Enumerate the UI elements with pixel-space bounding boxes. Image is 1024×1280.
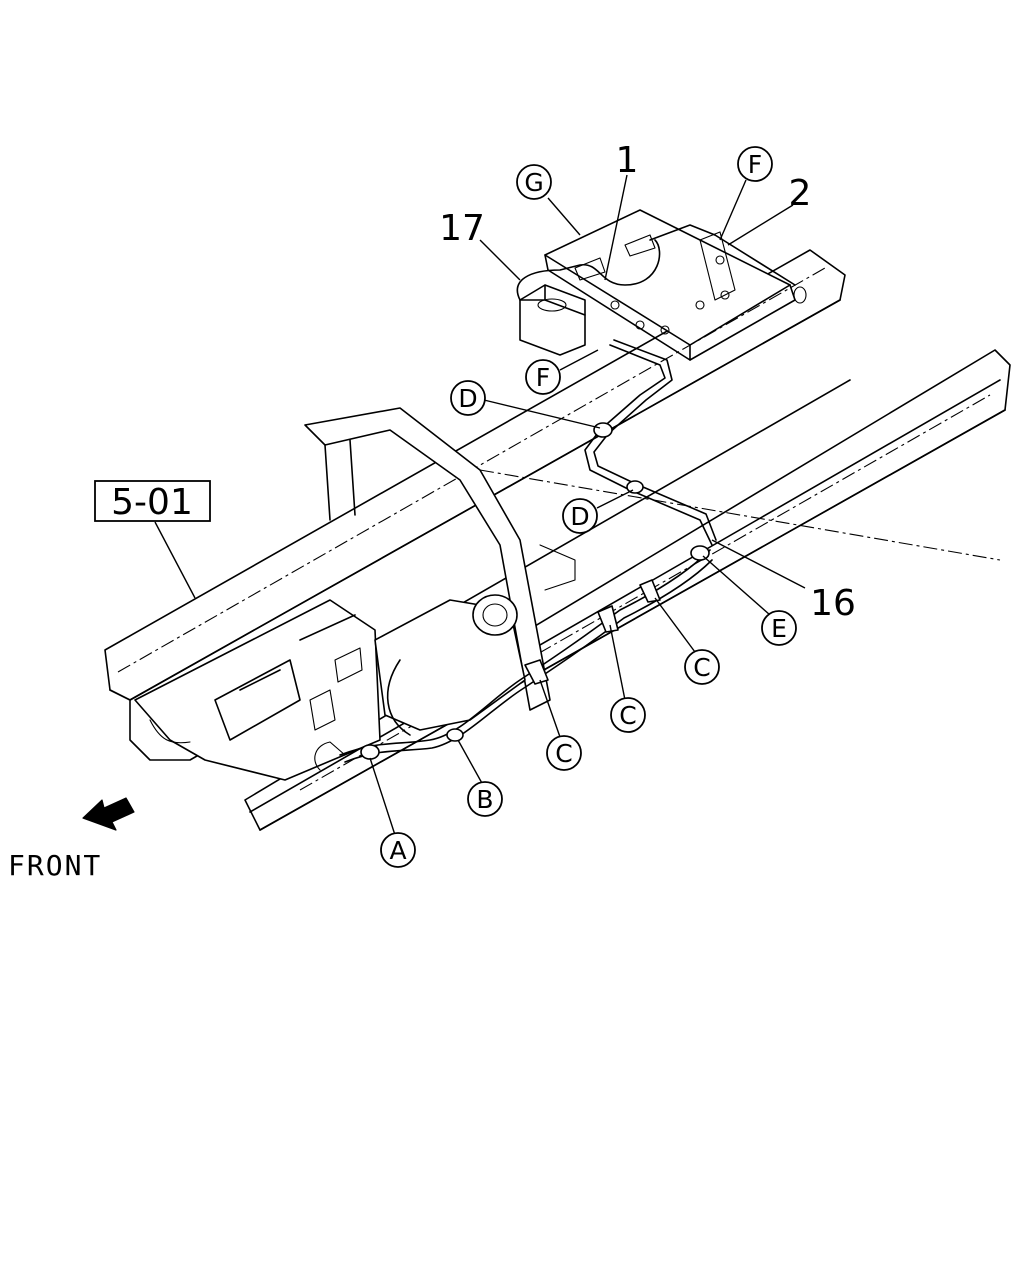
- callout-c-3: C: [546, 735, 582, 771]
- callout-f-top: F: [737, 146, 773, 182]
- callout-c-1-label: C: [693, 653, 710, 682]
- bracket-assembly: [544, 209, 796, 361]
- callout-d-lower-label: D: [570, 502, 589, 531]
- part-number-2: 2: [789, 173, 812, 214]
- pipe-16: [584, 339, 717, 546]
- callout-d-upper-label: D: [458, 384, 477, 413]
- valve-17: [519, 284, 586, 356]
- callout-a-label: A: [389, 836, 406, 865]
- callout-d-upper: D: [450, 380, 486, 416]
- ref-box-label: 5-01: [111, 482, 193, 523]
- callout-e: E: [761, 610, 797, 646]
- harness-loop: [516, 224, 807, 304]
- callout-f-lower-label: F: [536, 363, 550, 392]
- callout-f-lower: F: [525, 359, 561, 395]
- callout-d-lower: D: [562, 498, 598, 534]
- callout-e-label: E: [771, 614, 787, 643]
- engine-block: [134, 599, 381, 781]
- callout-a: A: [380, 832, 416, 868]
- transmission: [374, 594, 526, 736]
- part-number-16: 16: [810, 583, 856, 624]
- callout-g-label: G: [524, 168, 543, 197]
- callout-c-2: C: [610, 697, 646, 733]
- callout-b-label: B: [476, 785, 493, 814]
- part-number-1: 1: [616, 140, 639, 181]
- arrow-front-icon: [82, 797, 135, 831]
- callout-c-2-label: C: [619, 701, 636, 730]
- leader-lines: [154, 174, 806, 836]
- callout-c-1: C: [684, 649, 720, 685]
- ref-box-5-01[interactable]: 5-01: [94, 480, 211, 523]
- callout-f-top-label: F: [748, 150, 762, 179]
- callout-c-3-label: C: [555, 739, 572, 768]
- callout-b: B: [467, 781, 503, 817]
- front-label: FRONT: [8, 849, 102, 882]
- part-number-17: 17: [439, 208, 485, 249]
- callout-g: G: [516, 164, 552, 200]
